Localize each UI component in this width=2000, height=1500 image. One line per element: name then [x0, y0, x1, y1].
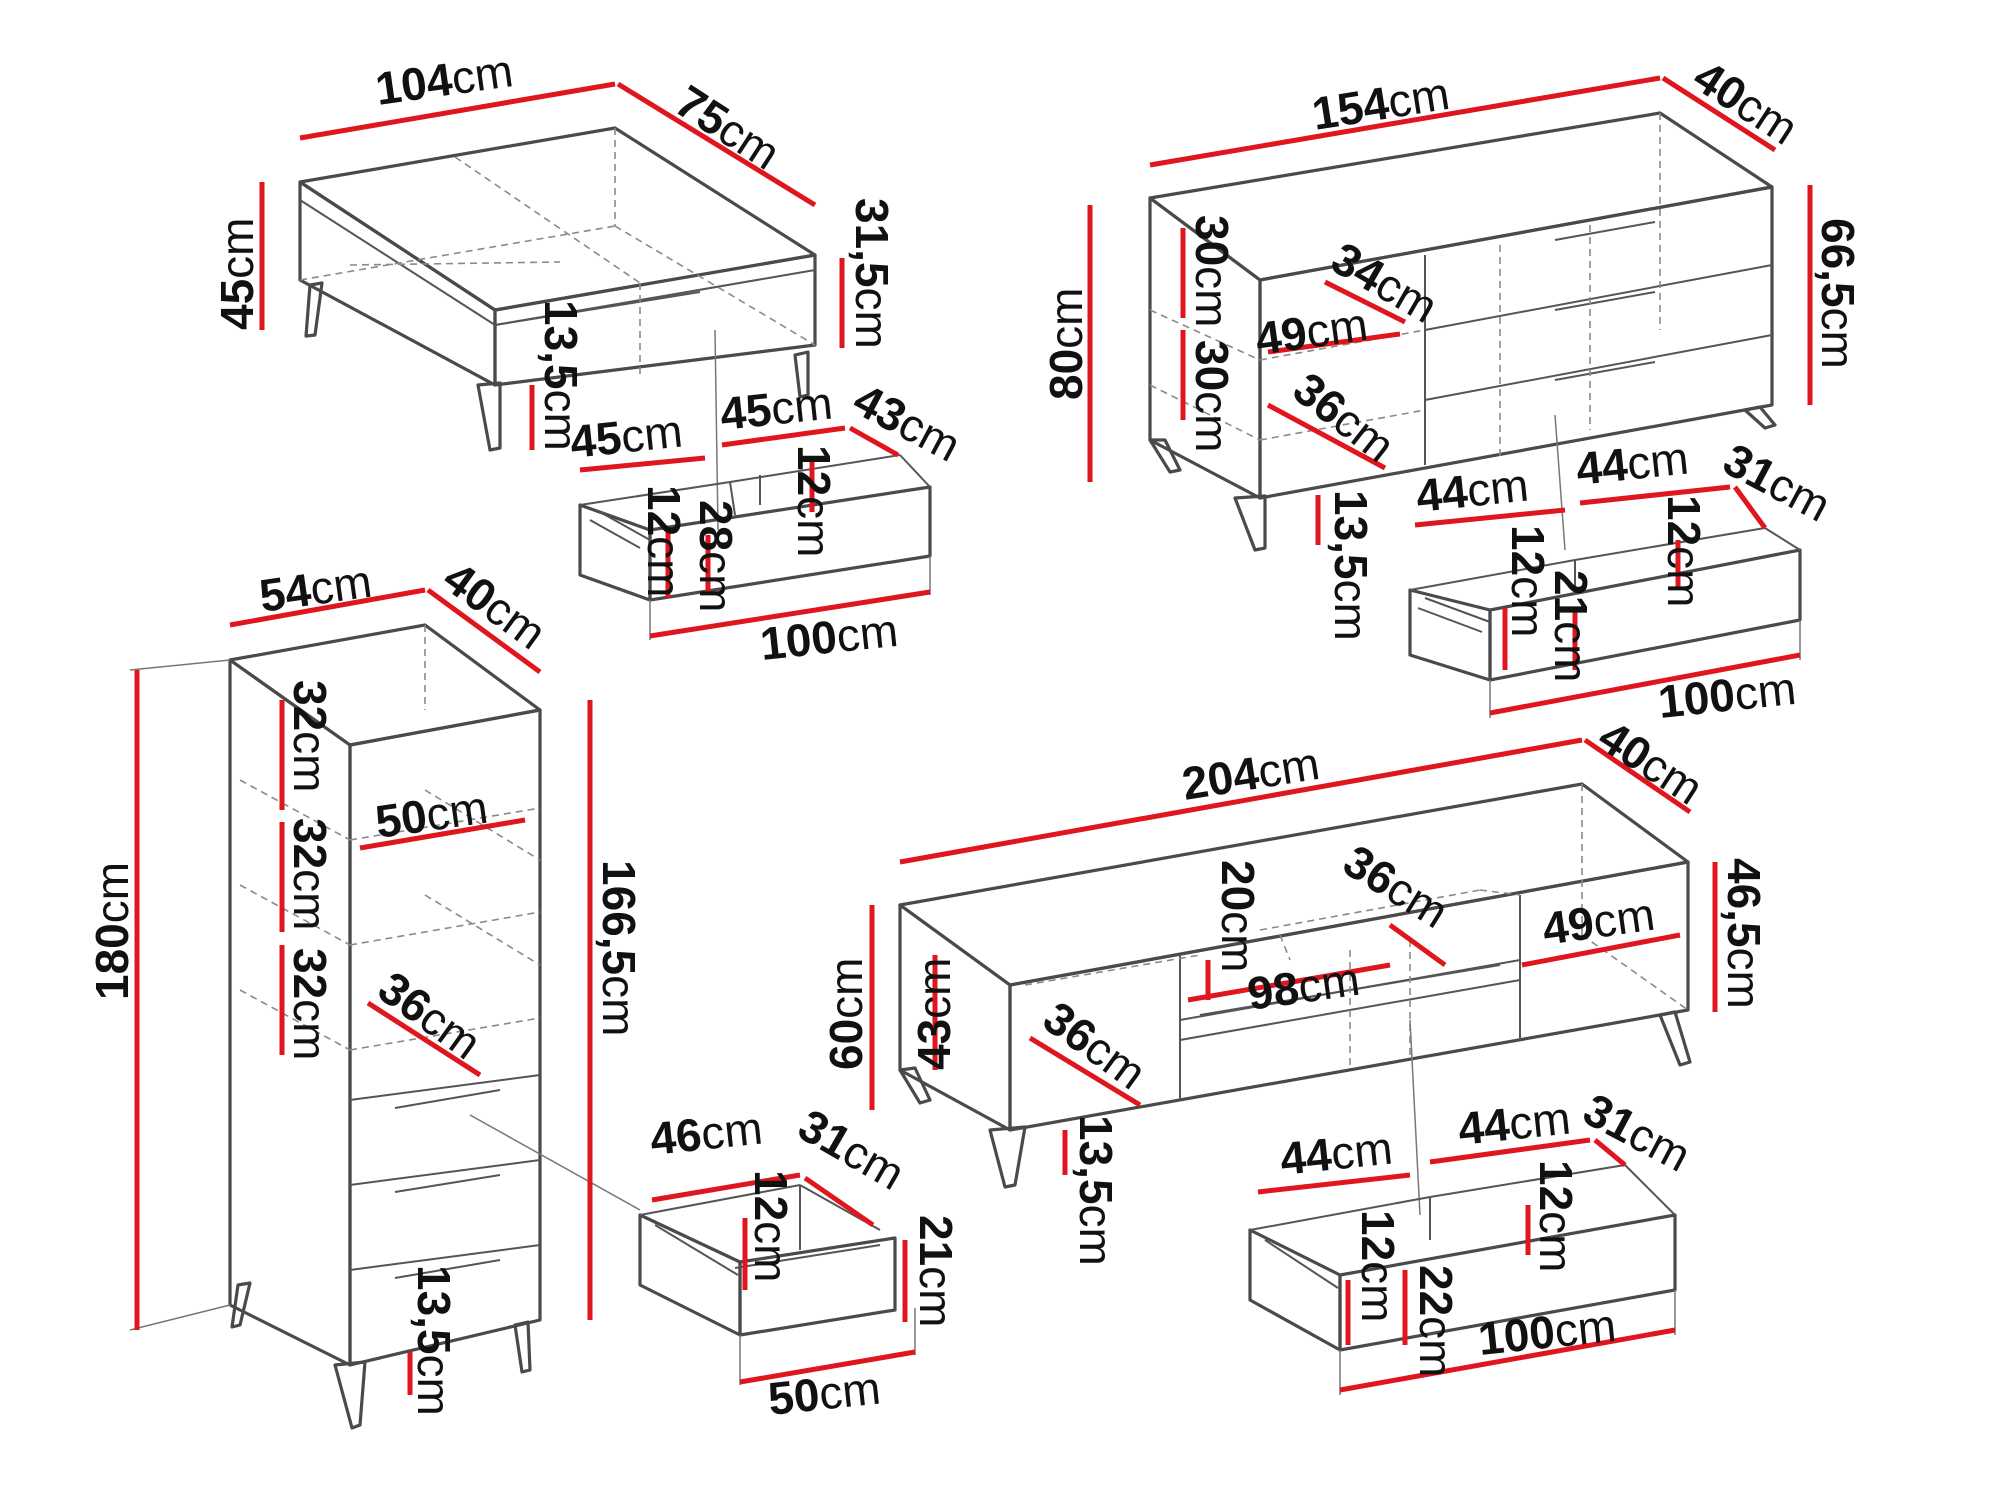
tall-cabinet-depth-label: 40cm: [434, 551, 556, 659]
tall-cabinet-leg-height-label: 13,5cm: [408, 1265, 460, 1416]
tv-stand-depth-label: 40cm: [1590, 710, 1713, 815]
tall-cabinet-drawer-inner-width-label: 46cm: [648, 1101, 765, 1164]
sideboard-leg-height-label: 13,5cm: [1325, 490, 1377, 641]
coffee-table-drawer-inner-height-right-label: 12cm: [788, 445, 840, 558]
tall-cabinet-shelf-1-label: 32cm: [284, 680, 336, 793]
tv-stand-body-height-label: 46,5cm: [1718, 858, 1770, 1009]
tv-stand-drawer-inner-height-right-label: 12cm: [1530, 1160, 1582, 1273]
coffee-table-outline: [298, 126, 817, 531]
tall-cabinet-shelf-diag-label: 36cm: [369, 961, 491, 1069]
tv-stand-drawer-front-height-label: 22cm: [1410, 1265, 1462, 1378]
sideboard-depth-label: 40cm: [1685, 50, 1808, 155]
coffee-table-drawer-inner-depth-label: 43cm: [845, 373, 969, 472]
tv-stand-drawer-inner-height-left-label: 12cm: [1352, 1210, 1404, 1323]
tv-stand-drawer-total-width-label: 100cm: [1476, 1299, 1619, 1365]
sideboard-drawer-inner-width-right-label: 44cm: [1574, 431, 1691, 494]
tv-stand-drawer-inner-depth-label: 31cm: [1575, 1083, 1699, 1182]
coffee-table-depth-label: 75cm: [667, 75, 790, 180]
coffee-table-leg-height-label: 13,5cm: [535, 300, 587, 451]
sideboard-shelf-2-label: 30cm: [1186, 340, 1238, 453]
tv-stand-width-label: 204cm: [1178, 737, 1323, 810]
coffee-table-drawer-inner-height-left-label: 12cm: [638, 485, 690, 598]
coffee-table-dimension-lines: [259, 81, 845, 450]
sideboard-drawer-total-width-label: 100cm: [1656, 662, 1799, 728]
sideboard-drawer-inner-width-left-label: 44cm: [1414, 458, 1531, 521]
tv-stand-drawer-inner-width-right-label: 44cm: [1456, 1091, 1573, 1154]
coffee-table-top-thickness-label: 31,5cm: [846, 198, 898, 349]
tv-stand-height-label: 60cm: [820, 958, 872, 1071]
tv-stand-leg-height-label: 13,5cm: [1070, 1115, 1122, 1266]
sideboard-height-label: 80cm: [1040, 288, 1092, 401]
tall-cabinet-shelf-3-label: 32cm: [284, 948, 336, 1061]
coffee-table-drawer-inner-width-right-label: 45cm: [718, 376, 835, 439]
tv-stand-drawer-dimension-lines: [1257, 1137, 1676, 1393]
sideboard-drawer-inner-height-left-label: 12cm: [1502, 525, 1554, 638]
tall-cabinet-drawer-front-height-label: 21cm: [910, 1215, 962, 1328]
tv-stand-middle-height-label: 20cm: [1212, 860, 1264, 973]
coffee-table-width-label: 104cm: [372, 44, 516, 115]
coffee-table-drawer-dimension-lines: [579, 425, 931, 639]
sideboard-dimension-lines: [1087, 75, 1813, 545]
tv-stand-outline: [898, 782, 1692, 1216]
sideboard-drawer-inner-depth-label: 31cm: [1715, 433, 1839, 532]
tv-stand-dimension-lines: [869, 737, 1718, 1175]
tv-stand-middle-width-label: 98cm: [1244, 953, 1363, 1020]
sideboard-drawer-dimension-lines: [1414, 484, 1801, 716]
tv-stand-left-diag-label: 36cm: [1034, 991, 1156, 1099]
coffee-table-drawer-inner-width-left-label: 45cm: [568, 404, 685, 467]
sideboard-body-height-label: 66,5cm: [1812, 218, 1864, 369]
coffee-table-drawer: [578, 454, 932, 640]
tall-cabinet-outline: [129, 623, 641, 1430]
sideboard-drawer-front-height-label: 21cm: [1545, 570, 1597, 683]
tall-cabinet-drawer-total-width-label: 50cm: [766, 1361, 883, 1424]
coffee-table-height-label: 45cm: [211, 218, 263, 331]
tv-stand-left-height-label: 43cm: [908, 958, 960, 1071]
tall-cabinet-drawer-inner-depth-label: 31cm: [790, 1099, 913, 1200]
tall-cabinet-width-label: 54cm: [256, 555, 375, 622]
sideboard-shelf-width-label: 49cm: [1252, 298, 1371, 365]
tv-stand-drawer: [1248, 1164, 1677, 1395]
sideboard-shelf-1-label: 30cm: [1186, 215, 1238, 328]
sideboard-drawer-inner-height-right-label: 12cm: [1658, 495, 1710, 608]
tall-cabinet-body-height-label: 166,5cm: [593, 860, 645, 1036]
coffee-table-drawer-total-width-label: 100cm: [758, 604, 901, 670]
tv-stand-right-width-label: 49cm: [1539, 888, 1658, 955]
tall-cabinet-shelf-width-label: 50cm: [372, 781, 491, 848]
tv-stand: 204cm 40cm 60cm 46,5cm 43cm 36cm 20cm 36…: [820, 710, 1770, 1395]
sideboard-shelf-diag-label: 36cm: [1284, 362, 1405, 472]
tall-cabinet-dimension-lines: [134, 587, 593, 1395]
sideboard-outline: [1148, 111, 1777, 552]
tall-cabinet: 54cm 40cm 180cm 166,5cm 32cm 32cm 32cm 5…: [86, 551, 962, 1430]
tall-cabinet-drawer-dimension-lines: [651, 1172, 916, 1385]
sideboard: 154cm 40cm 80cm 66,5cm 30cm 30cm 34cm 49…: [1040, 50, 1864, 728]
sideboard-drawer: [1408, 527, 1802, 718]
tall-cabinet-shelf-2-label: 32cm: [284, 818, 336, 931]
sideboard-width-label: 154cm: [1308, 67, 1453, 140]
tall-cabinet-drawer-inner-height-label: 12cm: [745, 1170, 797, 1283]
coffee-table: 104cm 75cm 45cm 31,5cm 13,5cm: [211, 44, 969, 670]
tall-cabinet-height-label: 180cm: [86, 862, 138, 1000]
coffee-table-drawer-front-height-label: 28cm: [690, 500, 742, 613]
tall-cabinet-drawer: [638, 1184, 916, 1385]
tv-stand-drawer-inner-width-left-label: 44cm: [1278, 1121, 1395, 1184]
